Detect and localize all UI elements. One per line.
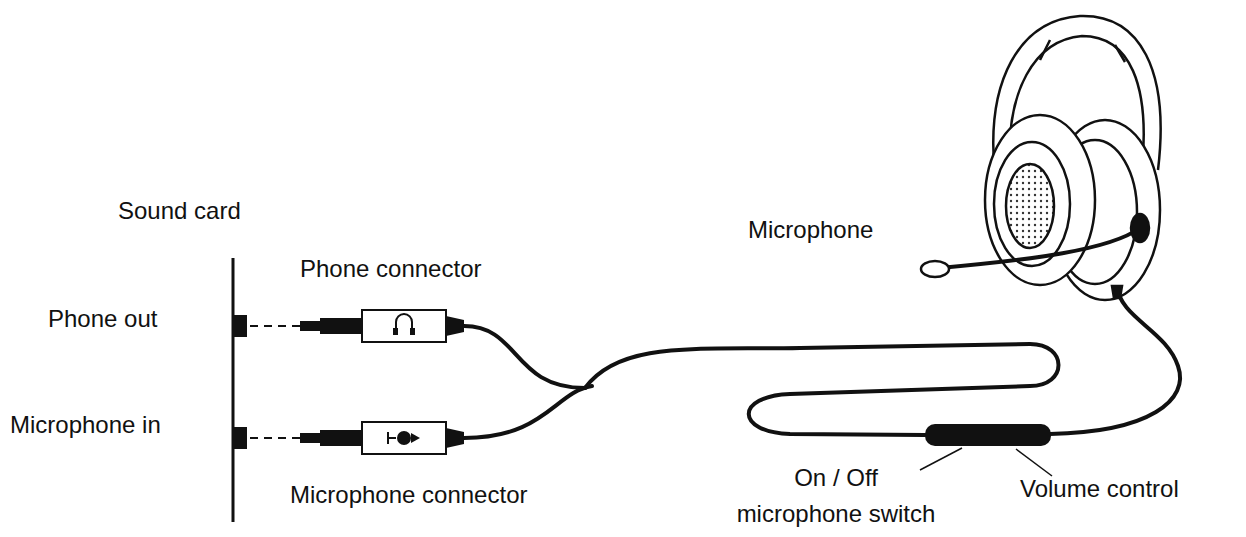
- port-name: Microphone in: [10, 410, 161, 440]
- phone-out-jack: [234, 315, 247, 337]
- phone-plug: [300, 310, 464, 342]
- headset: [921, 16, 1161, 300]
- leader-line: [920, 448, 962, 470]
- insert-guide: [250, 325, 300, 327]
- part-name: Phone connector: [300, 254, 481, 284]
- microphone-in-jack: [234, 427, 247, 449]
- part-name: Microphone: [748, 215, 873, 245]
- part-name: Volume control: [1020, 474, 1179, 504]
- part-name: Microphone connector: [290, 480, 527, 510]
- part-name: On / Off microphone switch: [730, 460, 942, 532]
- sound-card-panel: [232, 258, 235, 522]
- insert-guide: [250, 437, 300, 439]
- inline-control: [925, 424, 1051, 446]
- leader-line: [1016, 449, 1052, 476]
- microphone-plug: [300, 422, 464, 454]
- panel-name: Sound card: [118, 196, 241, 226]
- cable: [464, 286, 1180, 438]
- port-name: Phone out: [48, 304, 157, 334]
